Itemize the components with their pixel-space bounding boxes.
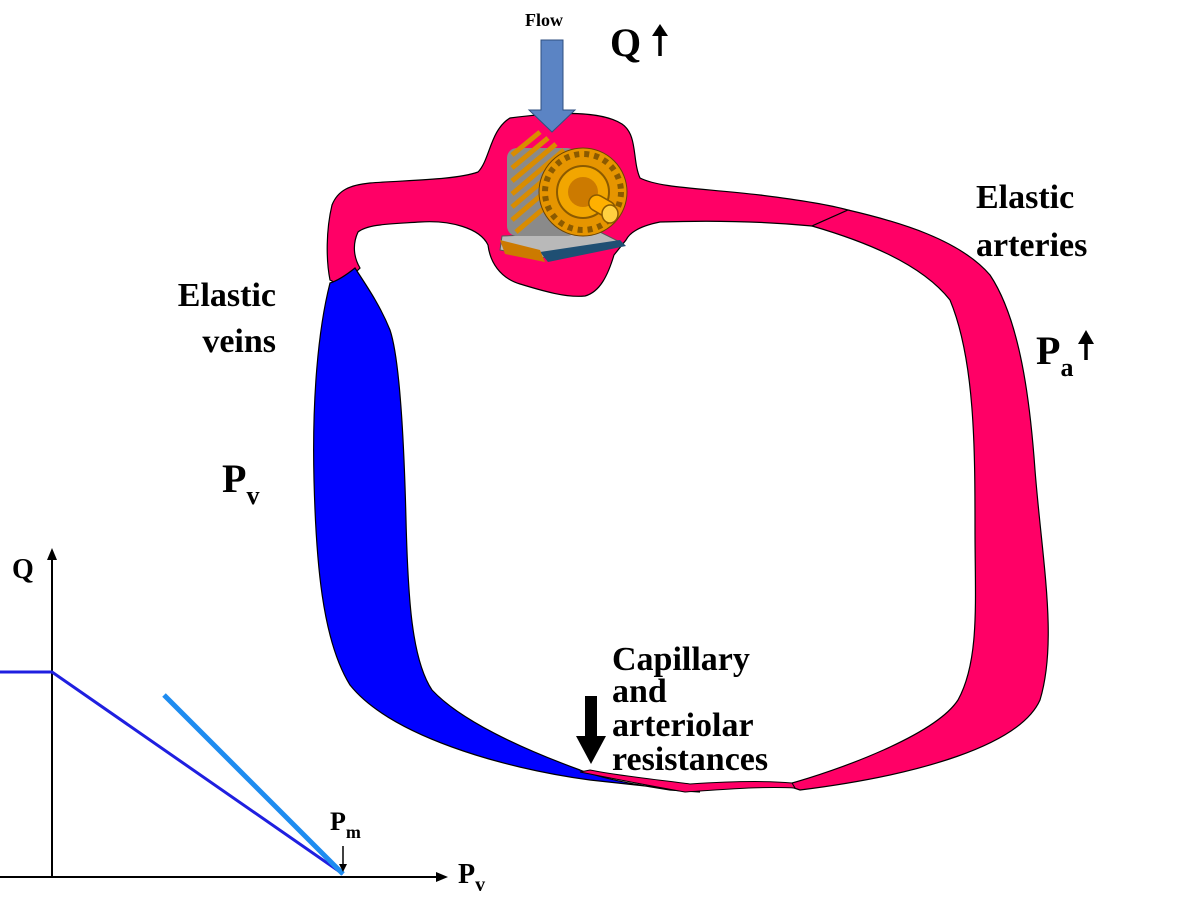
elastic-veins-label-line2: veins — [202, 323, 276, 360]
venous-return-curve-shifted — [162, 693, 345, 876]
pv-subscript: v — [246, 481, 259, 510]
graph-x-axis-main: P — [458, 859, 475, 890]
flow-label: Flow — [525, 10, 563, 30]
arterial-pressure-label: Pa — [1036, 328, 1073, 382]
down-arrow-icon — [576, 696, 606, 764]
elastic-arteries-label-line2: arteries — [976, 227, 1087, 264]
venous-return-curve-baseline — [0, 670, 344, 876]
pump-icon — [499, 130, 628, 262]
pv-main: P — [222, 456, 246, 501]
venous-pressure-label: Pv — [222, 456, 259, 510]
mean-systemic-pressure-label: Pm — [330, 807, 361, 842]
x-axis-arrowhead — [436, 872, 448, 882]
pa-subscript: a — [1060, 353, 1073, 382]
resistance-label-line4: resistances — [612, 741, 768, 778]
elastic-arteries-vessel — [782, 209, 1049, 791]
resistance-label-line1: Capillary — [612, 641, 750, 678]
graph-x-axis-sub: v — [475, 874, 485, 896]
up-arrow-icon — [652, 24, 668, 56]
elastic-veins-label-line1: Elastic — [178, 277, 276, 314]
venous-return-graph: Q Pv Pm — [0, 548, 485, 896]
y-axis-arrowhead — [47, 548, 57, 560]
graph-x-axis-label: Pv — [458, 859, 485, 896]
resistance-label-line2: and — [612, 673, 667, 710]
graph-y-axis-label: Q — [12, 554, 34, 585]
flow-arrow-icon — [527, 39, 577, 133]
elastic-veins-vessel — [313, 267, 701, 793]
resistance-label-line3: arteriolar — [612, 707, 754, 744]
pa-main: P — [1036, 328, 1060, 373]
pm-sub: m — [346, 822, 361, 842]
pm-main: P — [330, 807, 346, 836]
elastic-arteries-label-line1: Elastic — [976, 179, 1074, 216]
pa-up-arrow-icon — [1078, 330, 1094, 360]
pm-pointer-icon — [339, 846, 347, 872]
cardiac-output-label: Q — [610, 20, 641, 65]
capillary-junction — [579, 769, 796, 793]
